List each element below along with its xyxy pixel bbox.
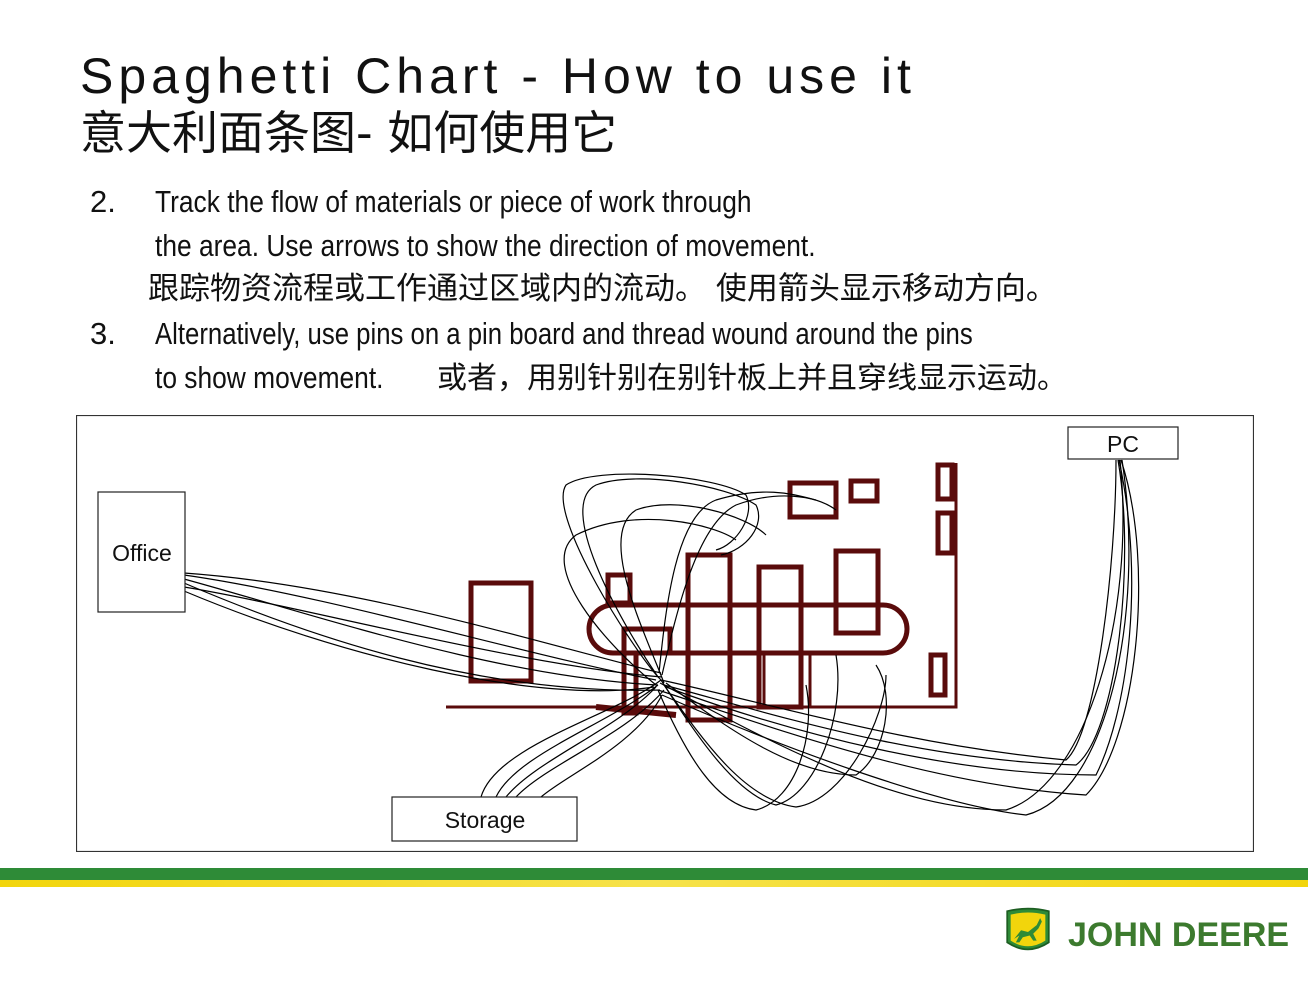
floorplan-rack-2 (935, 510, 955, 556)
step-2-line-2: the area. Use arrows to show the directi… (155, 228, 816, 263)
floorplan-machine-3 (833, 548, 881, 636)
step-2-line-1: Track the flow of materials or piece of … (155, 184, 752, 219)
footer-green-bar (0, 868, 1308, 880)
page-title: Spaghetti Chart - How to use it (80, 48, 916, 104)
pc-box (1067, 426, 1179, 460)
floorplan-box-a (787, 480, 839, 520)
office-box (97, 491, 186, 613)
floorplan-dividers (762, 653, 812, 707)
footer-yellow-bar (0, 880, 1308, 887)
pc-label: PC (1107, 431, 1139, 457)
step-3-line-2-chinese: 或者，用别针别在别针板上并且穿线显示运动。 (437, 361, 1067, 396)
floorplan-rack-3 (928, 652, 948, 698)
step-3-line-1: Alternatively, use pins on a pin board a… (155, 316, 973, 351)
spaghetti-diagram: Office PC Storage (76, 415, 1254, 852)
floorplan-machine-1 (685, 552, 733, 723)
floorplan-rack-1 (935, 462, 955, 502)
movement-threads (183, 459, 1140, 816)
step-3-line-2: to show movement. 或者，用别针别在别针板上并且穿线显示运动。 (155, 356, 1067, 401)
storage-label: Storage (445, 807, 526, 833)
floor-plan (446, 462, 958, 723)
step-3-line-2-english: to show movement. (155, 360, 384, 395)
step-number-3: 3. (90, 316, 116, 351)
storage-box (391, 796, 578, 842)
page-title-chinese: 意大利面条图- 如何使用它 (80, 106, 618, 160)
deer-logo-icon (1006, 907, 1050, 951)
floorplan-conveyor (586, 602, 910, 656)
step-number-2: 2. (90, 184, 116, 219)
step-2-line-3-chinese: 跟踪物资流程或工作通过区域内的流动。 使用箭头显示移动方向。 (148, 271, 1057, 307)
brand-name: JOHN DEERE (1068, 916, 1290, 954)
diagram-frame (76, 415, 1254, 852)
office-label: Office (112, 540, 172, 566)
floorplan-box-b (848, 478, 880, 504)
floorplan-cabinet (468, 580, 534, 684)
floorplan-machine-2 (756, 564, 804, 710)
